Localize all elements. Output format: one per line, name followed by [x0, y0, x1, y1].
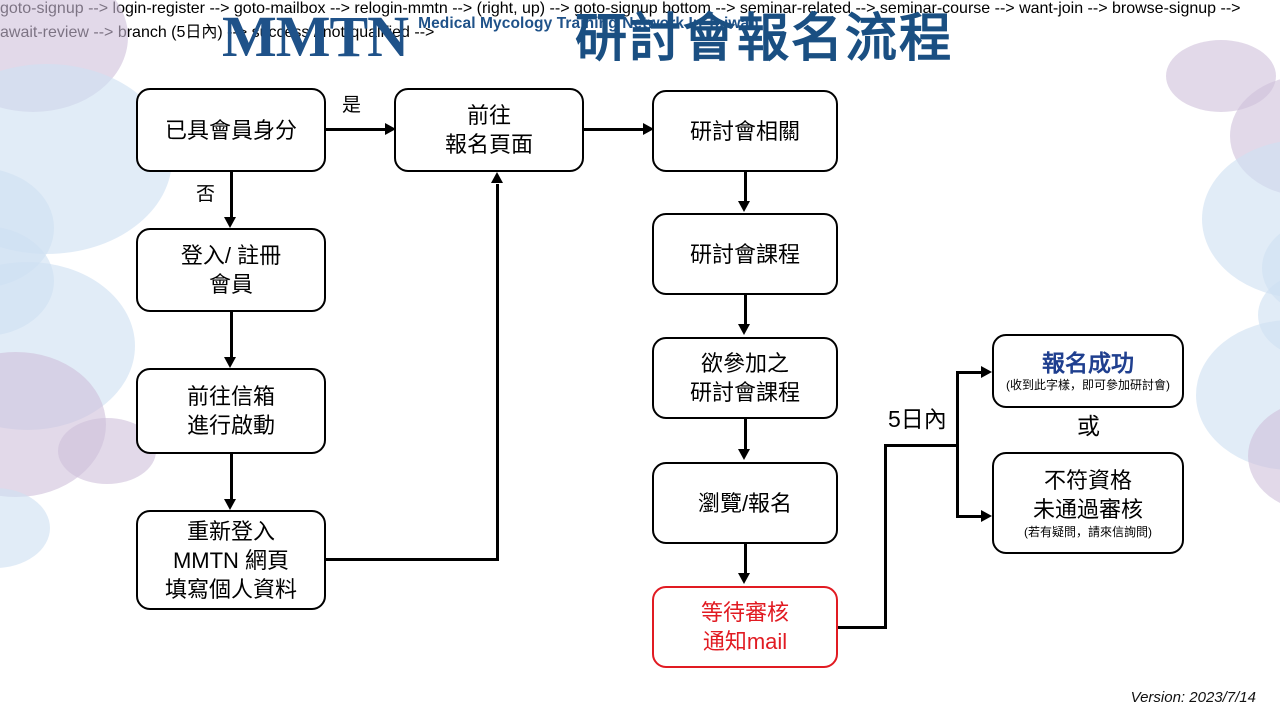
node-label: 已具會員身分	[164, 117, 297, 143]
decor-blob	[0, 352, 106, 497]
version-label: Version: 2023/7/14	[1130, 689, 1256, 706]
decor-blob	[0, 168, 54, 288]
edge-member-to-signup	[326, 128, 388, 131]
node-label: 不符資格 未通過審核	[1032, 468, 1143, 522]
edge-signup-to-seminar	[584, 128, 646, 131]
edge-label-within-five-days: 5日內	[888, 406, 947, 432]
decor-blob	[0, 262, 135, 430]
node-label: 前往信箱 進行啟動	[186, 384, 275, 438]
arrowhead-down	[224, 357, 236, 368]
node-seminar-related[interactable]: 研討會相關	[652, 90, 838, 172]
edge-label-no: 否	[196, 184, 216, 205]
edge-label-yes: 是	[342, 95, 362, 116]
edge-branch-to-success	[956, 371, 986, 374]
arrowhead-down	[224, 499, 236, 510]
arrowhead-down	[224, 217, 236, 228]
arrowhead-down	[738, 201, 750, 212]
slide-header: MMTN Medical Mycology Training Network I…	[0, 0, 1280, 86]
arrowhead-up	[491, 172, 503, 183]
node-label: 報名成功	[1042, 349, 1134, 376]
node-label: 等待審核 通知mail	[700, 600, 789, 654]
page-title: 研討會報名流程	[575, 10, 954, 68]
decor-blob	[0, 488, 50, 568]
decor-blob	[0, 226, 54, 336]
node-want-join[interactable]: 欲參加之 研討會課程	[652, 337, 838, 419]
edge-relogin-return-v	[496, 184, 499, 560]
node-await-review[interactable]: 等待審核 通知mail	[652, 586, 838, 668]
edge-await-branch-h1	[838, 626, 887, 629]
arrowhead-right	[643, 123, 654, 135]
edge-label-or: 或	[1077, 413, 1100, 439]
node-label: 前往 報名頁面	[444, 103, 533, 157]
edge-related-to-course	[744, 172, 747, 202]
edge-relogin-return-h	[326, 558, 499, 561]
mmtn-logo-subtitle: Medical Mycology Training Network In Tai…	[418, 15, 759, 32]
decor-blob	[1248, 400, 1280, 512]
edge-await-branch-h2	[884, 444, 959, 447]
arrowhead-down	[738, 573, 750, 584]
decor-blob	[1262, 218, 1280, 318]
arrowhead-down	[738, 324, 750, 335]
decor-blob	[1202, 140, 1280, 298]
node-login-register[interactable]: 登入/ 註冊 會員	[136, 228, 326, 312]
arrowhead-right	[981, 366, 992, 378]
edge-member-to-login	[230, 172, 233, 220]
node-relogin-mmtn[interactable]: 重新登入 MMTN 網頁 填寫個人資料	[136, 510, 326, 610]
edge-course-to-want	[744, 295, 747, 325]
node-label: 研討會課程	[689, 241, 800, 267]
mmtn-logo-wordmark: MMTN	[222, 4, 409, 69]
node-label: 研討會相關	[689, 118, 800, 144]
decor-blob	[1196, 320, 1280, 470]
node-goto-mailbox[interactable]: 前往信箱 進行啟動	[136, 368, 326, 454]
arrowhead-down	[738, 449, 750, 460]
edge-want-to-browse	[744, 419, 747, 450]
edge-login-to-mailbox	[230, 312, 233, 358]
arrowhead-right	[981, 510, 992, 522]
decor-blob	[1230, 76, 1280, 196]
edge-mailbox-to-relogin	[230, 454, 233, 500]
node-label: 欲參加之 研討會課程	[689, 351, 800, 405]
edge-await-branch-v1	[884, 444, 887, 628]
edge-browse-to-await	[744, 544, 747, 574]
edge-branch-split-v	[956, 371, 959, 517]
node-not-qualified[interactable]: 不符資格 未通過審核 (若有疑問，請來信詢問)	[992, 452, 1184, 554]
node-label: 重新登入 MMTN 網頁 填寫個人資料	[164, 518, 297, 602]
node-label: 瀏覽/報名	[697, 490, 793, 516]
node-label: 登入/ 註冊 會員	[180, 243, 282, 297]
decor-blob	[1258, 272, 1280, 358]
node-seminar-course[interactable]: 研討會課程	[652, 213, 838, 295]
mmtn-logo: MMTN Medical Mycology Training Network I…	[222, 6, 759, 68]
node-note: (若有疑問，請來信詢問)	[1024, 525, 1152, 539]
node-signup-success[interactable]: 報名成功 (收到此字樣，即可參加研討會)	[992, 334, 1184, 408]
node-browse-signup[interactable]: 瀏覽/報名	[652, 462, 838, 544]
edge-branch-to-notqualified	[956, 515, 986, 518]
node-goto-signup[interactable]: 前往 報名頁面	[394, 88, 584, 172]
node-member-status[interactable]: 已具會員身分	[136, 88, 326, 172]
node-note: (收到此字樣，即可參加研討會)	[1006, 377, 1170, 392]
arrowhead-right	[385, 123, 396, 135]
